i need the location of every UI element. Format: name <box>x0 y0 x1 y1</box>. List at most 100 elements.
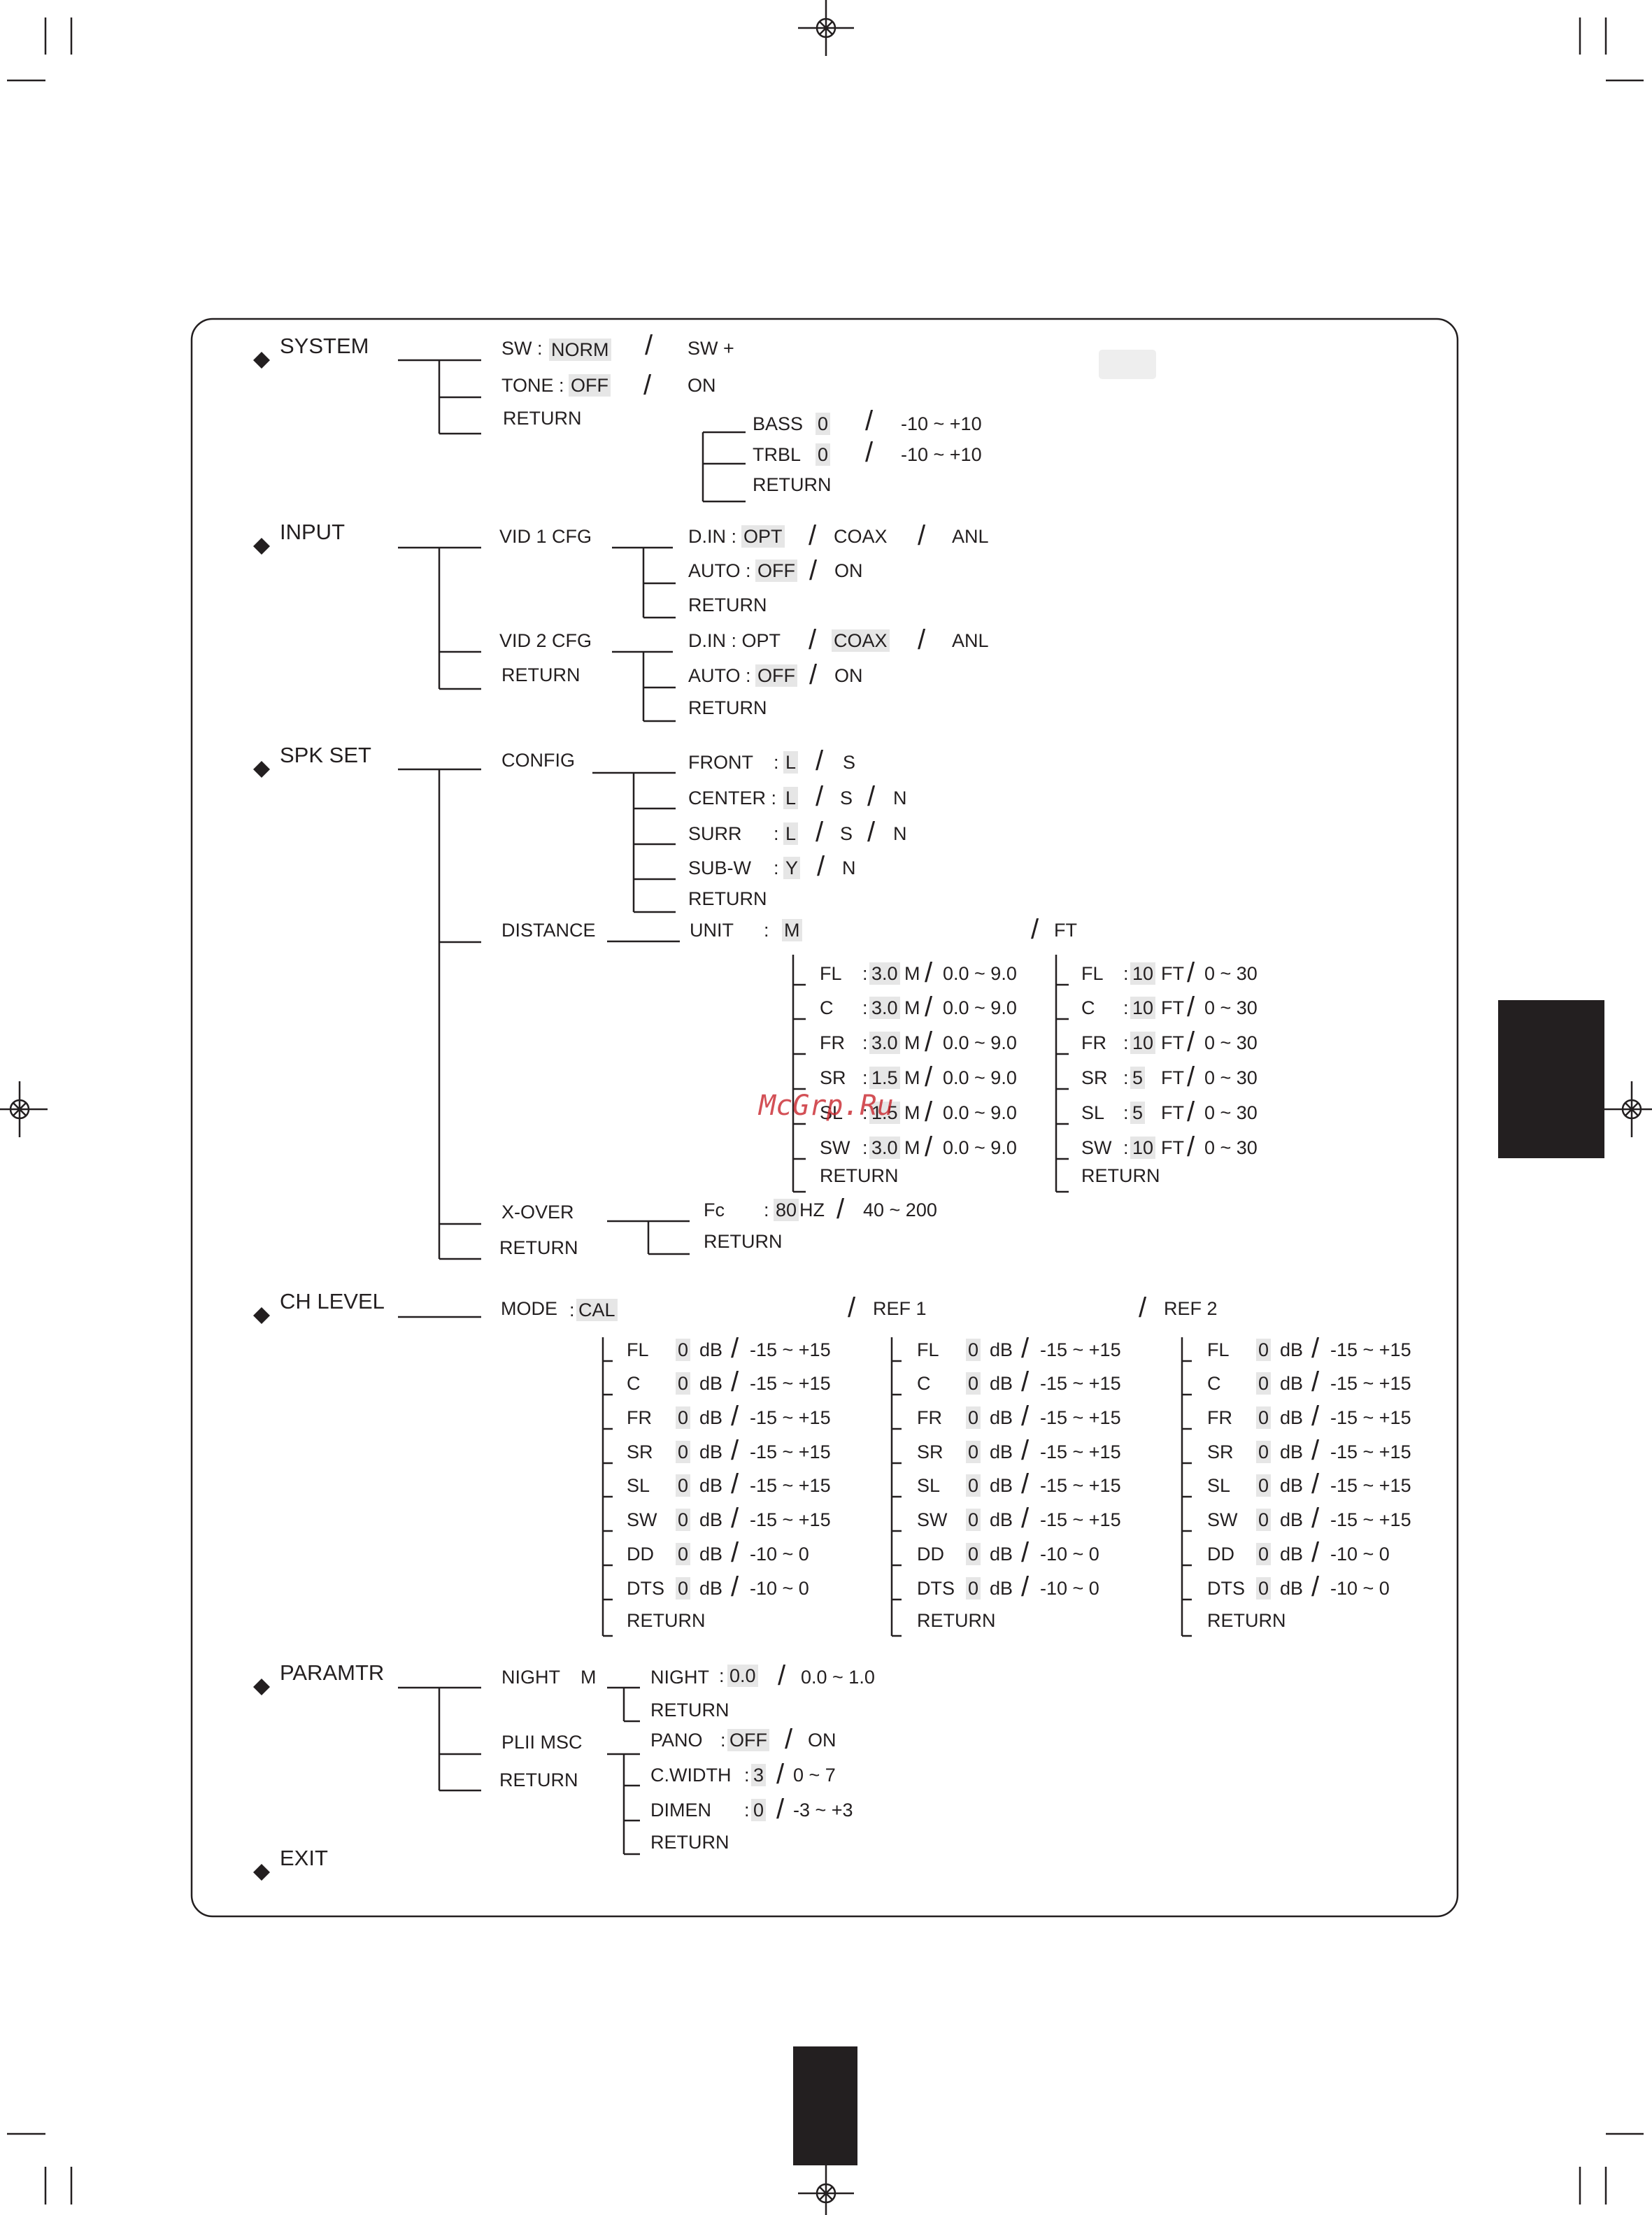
menu-label: : <box>862 997 868 1018</box>
menu-label: RETURN <box>650 1832 729 1853</box>
option-separator: / <box>1311 1572 1320 1602</box>
option-separator: / <box>1187 1027 1195 1057</box>
menu-label: M <box>904 997 920 1018</box>
menu-heading: CH LEVEL <box>280 1289 385 1313</box>
menu-label: DIMEN <box>650 1800 711 1821</box>
menu-label: : <box>774 857 779 878</box>
menu-label: dB <box>1280 1475 1304 1496</box>
default-value: NORM <box>549 339 611 361</box>
menu-label: 0.0 ~ 9.0 <box>943 1067 1017 1088</box>
menu-label: SW <box>917 1509 948 1530</box>
menu-heading: SYSTEM <box>280 334 369 358</box>
menu-label: FT <box>1161 1032 1184 1053</box>
page-number-block <box>793 2046 857 2165</box>
menu-label: -15 ~ +15 <box>1330 1373 1411 1394</box>
menu-label: -10 ~ +10 <box>901 413 982 434</box>
menu-label: FT <box>1054 920 1077 941</box>
option-separator: / <box>1021 1435 1030 1466</box>
default-value: 0 <box>1256 1577 1272 1600</box>
menu-label: M <box>904 1067 920 1088</box>
option-separator: / <box>731 1469 739 1500</box>
menu-label: M <box>904 1137 920 1158</box>
menu-label: SR <box>820 1067 846 1088</box>
menu-label: : <box>1123 1067 1129 1088</box>
menu-label: C <box>1081 997 1095 1018</box>
menu-label: FL <box>1207 1339 1230 1360</box>
default-value: OFF <box>755 664 797 687</box>
menu-label: VID 2 CFG <box>499 630 592 651</box>
option-separator: / <box>848 1292 856 1323</box>
menu-label: dB <box>1280 1509 1304 1530</box>
default-value: 0 <box>676 1543 691 1565</box>
option-separator: / <box>1187 957 1195 988</box>
menu-label: -15 ~ +15 <box>750 1509 831 1530</box>
menu-label: SW <box>627 1509 657 1530</box>
menu-label: 0.0 ~ 9.0 <box>943 1102 1017 1123</box>
menu-label: ON <box>688 375 716 396</box>
default-value: 3.0 <box>869 1032 900 1054</box>
option-separator: / <box>867 781 876 812</box>
option-separator: / <box>918 625 926 655</box>
option-separator: / <box>925 957 933 988</box>
menu-label: RETURN <box>1081 1165 1160 1186</box>
menu-heading: PARAMTR <box>280 1660 385 1685</box>
option-separator: / <box>1021 1333 1030 1364</box>
option-separator: / <box>1187 1132 1195 1162</box>
menu-label: TONE : <box>501 375 564 396</box>
option-separator: / <box>1311 1503 1320 1534</box>
bullet-diamond-icon <box>253 1307 270 1324</box>
menu-label: dB <box>990 1407 1013 1428</box>
menu-label: C <box>820 997 834 1018</box>
bullet-diamond-icon <box>253 352 270 369</box>
menu-label: SW : <box>501 338 543 359</box>
option-separator: / <box>643 370 652 401</box>
menu-label: RETURN <box>917 1610 996 1631</box>
menu-label: : <box>774 752 779 773</box>
menu-label: -10 ~ 0 <box>750 1578 809 1599</box>
menu-label: -15 ~ +15 <box>750 1475 831 1496</box>
menu-label: : <box>1123 1032 1129 1053</box>
menu-label: M <box>904 1102 920 1123</box>
default-value: CAL <box>576 1299 618 1321</box>
menu-label: RETURN <box>499 1237 578 1258</box>
menu-label: : <box>1123 963 1129 984</box>
menu-label: PANO <box>650 1730 703 1751</box>
option-separator: / <box>1021 1503 1030 1534</box>
option-separator: / <box>816 817 824 848</box>
option-separator: / <box>925 992 933 1023</box>
menu-label: BASS <box>753 413 804 434</box>
menu-label: dB <box>699 1475 723 1496</box>
option-separator: / <box>809 660 818 690</box>
option-separator: / <box>1139 1292 1147 1323</box>
menu-label: dB <box>990 1578 1013 1599</box>
option-separator: / <box>1031 914 1039 945</box>
menu-label: dB <box>1280 1578 1304 1599</box>
default-value: OFF <box>569 374 611 397</box>
menu-label: FT <box>1161 963 1184 984</box>
option-separator: / <box>1311 1401 1320 1432</box>
menu-heading: SPK SET <box>280 743 371 767</box>
option-separator: / <box>1187 1062 1195 1092</box>
menu-label: VID 1 CFG <box>499 526 592 547</box>
option-separator: / <box>731 1572 739 1602</box>
menu-label: SL <box>1081 1102 1105 1123</box>
default-value: 0 <box>966 1406 981 1429</box>
blank-label-box <box>1099 350 1156 379</box>
default-value: 0 <box>1256 1474 1272 1497</box>
menu-label: dB <box>699 1441 723 1462</box>
option-separator: / <box>776 1759 785 1790</box>
menu-label: : <box>1123 997 1129 1018</box>
option-separator: / <box>776 1794 785 1825</box>
menu-label: dB <box>1280 1544 1304 1565</box>
menu-label: ON <box>808 1730 836 1751</box>
default-value: 0 <box>966 1577 981 1600</box>
menu-heading: EXIT <box>280 1846 328 1870</box>
default-value: 5 <box>1130 1067 1146 1089</box>
menu-label: : <box>744 1765 750 1786</box>
menu-label: AUTO : <box>688 560 751 581</box>
menu-label: : <box>774 823 779 844</box>
menu-label: S <box>840 823 853 844</box>
menu-label: 0 ~ 30 <box>1204 1032 1258 1053</box>
menu-label: SW + <box>688 338 734 359</box>
menu-label: dB <box>990 1339 1013 1360</box>
